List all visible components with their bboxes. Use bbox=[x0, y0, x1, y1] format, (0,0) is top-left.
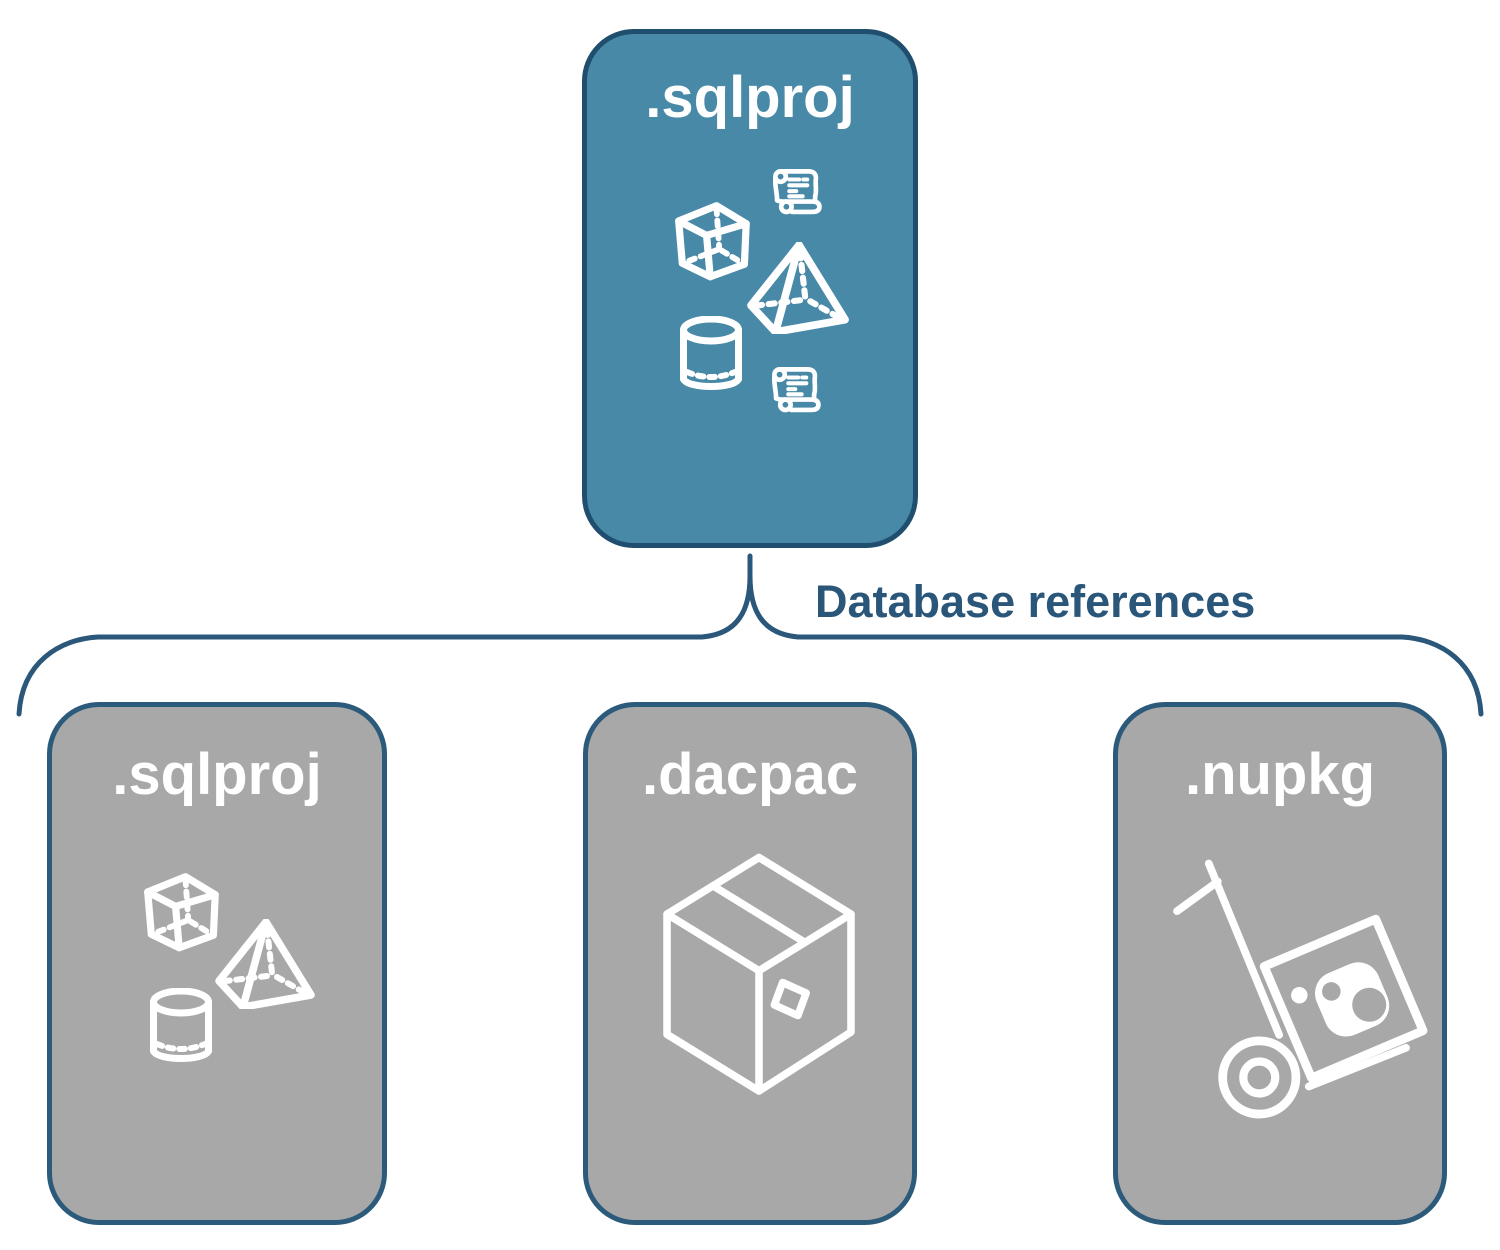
package-box-icon bbox=[663, 853, 855, 1095]
child-node-title: .sqlproj bbox=[112, 742, 322, 807]
nuget-hand-truck-icon bbox=[1173, 859, 1428, 1119]
child-node-title: .nupkg bbox=[1184, 742, 1376, 807]
connector-label: Database references bbox=[815, 576, 1256, 627]
node-child-dacpac: .dacpac bbox=[583, 702, 917, 1225]
cylinder-icon bbox=[150, 988, 212, 1062]
scroll-icon bbox=[771, 367, 821, 413]
node-child-nupkg: .nupkg bbox=[1113, 702, 1447, 1225]
cube-icon bbox=[144, 873, 219, 952]
cylinder-icon bbox=[680, 316, 742, 390]
scroll-icon bbox=[772, 169, 822, 215]
child-node-title: .dacpac bbox=[642, 742, 858, 807]
brace-left-half bbox=[16, 553, 753, 717]
node-child-sqlproj: .sqlproj bbox=[47, 702, 387, 1225]
root-node-title: .sqlproj bbox=[645, 65, 855, 130]
brace-right-half bbox=[747, 573, 1484, 717]
node-root-sqlproj: .sqlproj bbox=[582, 29, 918, 548]
pyramid-icon bbox=[215, 919, 315, 1009]
pyramid-icon bbox=[747, 242, 849, 334]
cube-icon bbox=[675, 202, 750, 281]
